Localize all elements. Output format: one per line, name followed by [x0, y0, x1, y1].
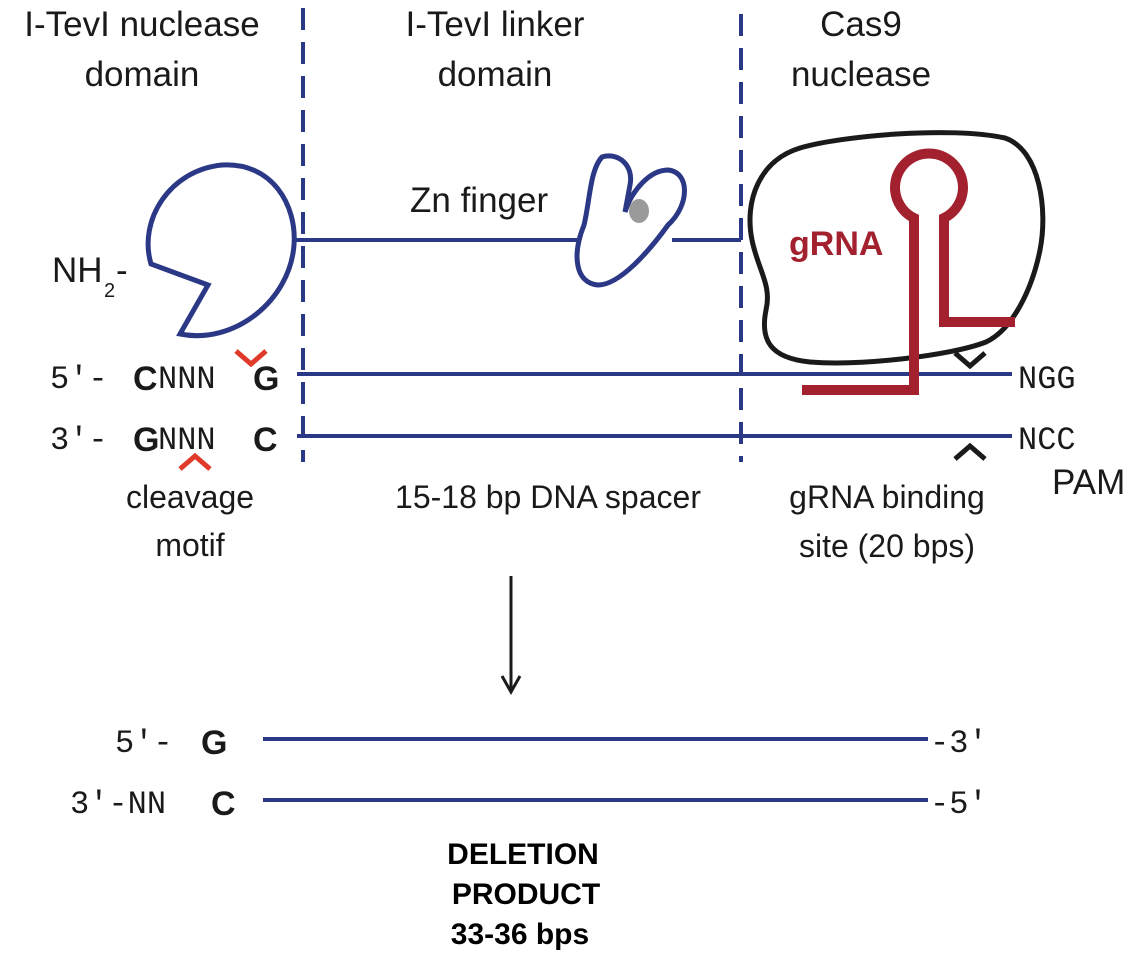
product-top-end: -3′ [930, 725, 988, 762]
nuclease-domain-label-line1: I-TevI nuclease [24, 5, 259, 44]
nh2-terminus-label: NH 2 - [52, 251, 128, 302]
cas9-domain-label-line2: nuclease [791, 55, 931, 94]
bottom-strand-base-c: C [253, 421, 278, 459]
top-strand-prefix: 5′- [50, 361, 108, 398]
top-cleavage-caret-icon [234, 349, 268, 368]
nuclease-domain-header: I-TevI nuclease domain [24, 5, 259, 94]
spacer-label: 15-18 bp DNA spacer [395, 479, 701, 515]
bottom-cleavage-caret-icon [178, 452, 212, 471]
cas9-domain-label-line1: Cas9 [820, 5, 902, 44]
zinc-ion-dot [629, 199, 649, 223]
binding-site-label-line1: gRNA binding [789, 479, 985, 515]
grna-structure [802, 148, 1015, 395]
cas9-bottom-cut-caret-icon [953, 442, 987, 461]
cleavage-motif-label-line2: motif [155, 527, 224, 563]
zn-finger-shape [574, 153, 687, 288]
nuclease-domain-label-line2: domain [85, 55, 200, 94]
nh2-dash: - [116, 251, 128, 290]
cas9-top-cut-caret-icon [953, 351, 987, 370]
deletion-product-title-line1: DELETION [447, 838, 599, 871]
product-bottom-prefix: 3′-NN [70, 786, 166, 823]
linker-domain-header: I-TevI linker domain [406, 5, 585, 94]
bottom-strand-sequence: 3′- G NNN C [50, 421, 278, 459]
product-top-prefix: 5′- [115, 725, 173, 762]
deletion-product-title-line2: PRODUCT [452, 878, 600, 911]
top-strand-sequence: 5′- C NNN G [50, 360, 279, 398]
nh2-subscript: 2 [104, 280, 115, 302]
nh2-text: NH [52, 251, 103, 290]
top-strand-base-c: C [133, 360, 158, 398]
linker-domain-label-line2: domain [438, 55, 553, 94]
top-strand-nnn: NNN [158, 361, 216, 398]
deletion-product-size: 33-36 bps [451, 918, 589, 951]
binding-site-label-line2: site (20 bps) [799, 528, 975, 564]
top-strand-base-g: G [253, 360, 279, 398]
cas9-domain-header: Cas9 nuclease [791, 5, 931, 94]
product-bottom-base-c: C [211, 785, 236, 823]
cas9-shape [747, 130, 1046, 366]
grna-label: gRNA [789, 225, 883, 263]
bottom-strand-nnn: NNN [158, 422, 216, 459]
cleavage-motif-label-line1: cleavage [126, 479, 254, 515]
bottom-strand-pam-seq: NCC [1018, 422, 1076, 459]
product-top-base-g: G [201, 724, 227, 762]
bottom-strand-base-g: G [133, 421, 159, 459]
product-bottom-end: -5′ [930, 786, 988, 823]
top-strand-pam-seq: NGG [1018, 361, 1076, 398]
product-top-sequence: 5′- G -3′ [115, 724, 988, 762]
bottom-strand-prefix: 3′- [50, 422, 108, 459]
product-bottom-sequence: 3′-NN C -5′ [70, 785, 988, 823]
down-arrow-head-icon [500, 675, 522, 696]
zn-finger-label: Zn finger [410, 181, 548, 220]
nuclease-domain-shape [145, 162, 297, 339]
pam-label: PAM [1052, 463, 1125, 502]
linker-domain-label-line1: I-TevI linker [406, 5, 585, 44]
